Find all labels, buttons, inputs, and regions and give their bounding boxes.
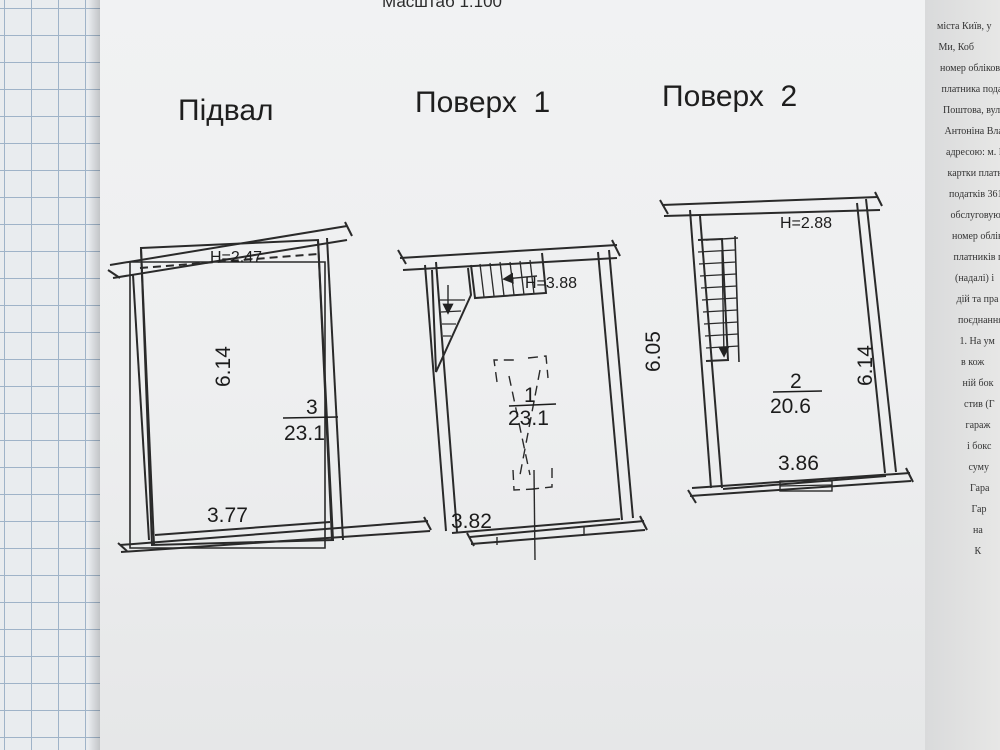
basement-room-area: 23.1 [284, 422, 325, 445]
contract-text-line: стив (Г [964, 399, 995, 410]
contract-text-line: адресою: м. Ки [946, 147, 1000, 158]
contract-text-line: і бокс [967, 441, 992, 452]
contract-text-line: картки платни [947, 168, 1000, 179]
plan-floor-1 [397, 239, 648, 561]
basement-room-number: 3 [306, 396, 318, 419]
floor2-fraction-line [772, 390, 823, 393]
contract-text-line: (надалі) і [955, 273, 995, 284]
grid-notebook-page [0, 0, 105, 750]
contract-text-line: на [973, 525, 983, 536]
contract-text-line: обслуговуючий [950, 210, 1000, 221]
floor-title-floor-1: Поверх 1 [415, 86, 551, 119]
contract-text-line: в кож [961, 357, 985, 368]
floor1-fraction-line [508, 403, 557, 407]
basement-fraction-line [282, 416, 339, 419]
contract-text-line: дій та пра [956, 294, 999, 305]
contract-text-line: ній бок [962, 378, 994, 389]
plan-floor-2 [659, 191, 914, 504]
floor2-width-dim: 3.86 [778, 452, 819, 475]
contract-text-line: Ми, Коб [938, 42, 975, 53]
contract-text-line: податків 36189 [949, 189, 1000, 200]
contract-text-line: номер облікової [940, 63, 1000, 74]
floor1-length-dim: 6.05 [642, 331, 665, 372]
scale-label: Масштаб 1:100 [382, 0, 502, 11]
floor2-room-area: 20.6 [770, 395, 811, 418]
floor1-width-dim: 3.82 [451, 510, 492, 533]
floor-title-floor-2: Поверх 2 [662, 80, 798, 113]
basement-height: Н=2.47 [210, 249, 262, 266]
contract-page: міста Київ, у Ми, Коб номер облікової платн… [925, 0, 1000, 750]
contract-text-line: Гар [971, 504, 987, 515]
contract-text-line: поєднання [958, 315, 1000, 326]
contract-text-line: міста Київ, у [937, 21, 992, 32]
contract-text-line: К [974, 546, 982, 557]
basement-width-dim: 3.77 [207, 504, 248, 527]
basement-length-dim: 6.14 [212, 346, 235, 387]
floor1-room-area: 23.1 [508, 407, 549, 430]
contract-text-line: гараж [965, 420, 991, 431]
floor2-height: Н=2.88 [780, 215, 832, 232]
contract-text-line: номер облікового [952, 231, 1000, 242]
contract-text-line: Поштова, вул. [943, 105, 1000, 116]
contract-text-line: Гара [970, 483, 990, 494]
contract-text-line: платника подат [941, 84, 1000, 95]
contract-text-line: суму [968, 462, 990, 473]
plan-basement [107, 221, 432, 553]
contract-text-line: 1. На ум [959, 336, 995, 347]
floor1-room-number: 1 [524, 384, 536, 407]
contract-text-line: платників пода [953, 252, 1000, 263]
floor2-room-number: 2 [790, 370, 802, 393]
floor-plan-page [100, 0, 965, 750]
floor1-height: Н=3.88 [525, 275, 577, 292]
floor2-length-dim: 6.14 [854, 345, 877, 386]
floor-title-basement: Підвал [178, 94, 274, 127]
